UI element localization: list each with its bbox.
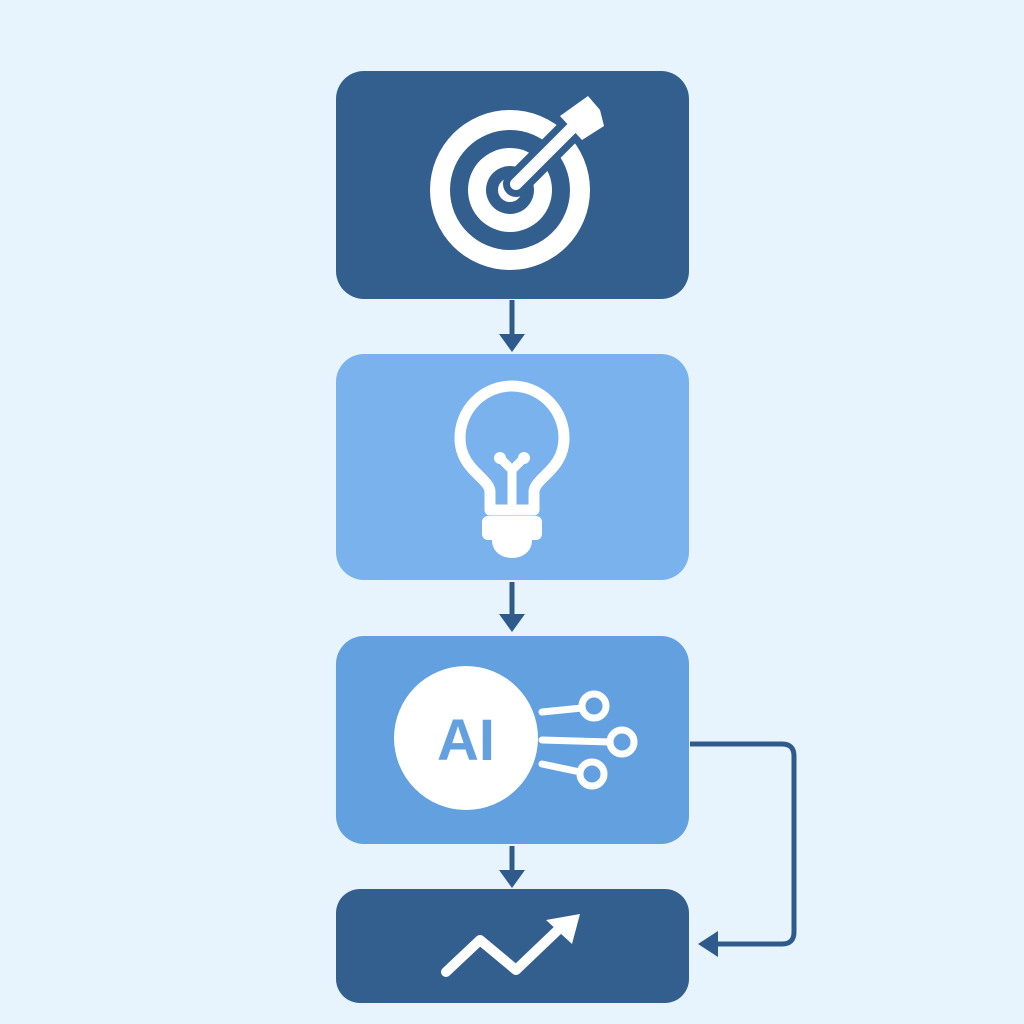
lightbulb-icon bbox=[454, 380, 570, 558]
connector-ai-to-growth bbox=[499, 846, 525, 888]
step-idea bbox=[336, 354, 689, 580]
step-growth-box bbox=[336, 889, 689, 1003]
connector-ai-side-to-growth bbox=[690, 741, 797, 957]
connector-goal-to-idea bbox=[499, 300, 525, 352]
step-growth bbox=[336, 889, 689, 1003]
ai-badge-label: AI bbox=[437, 708, 495, 773]
ai-badge bbox=[394, 666, 538, 810]
target-icon bbox=[430, 96, 604, 270]
step-goal bbox=[336, 71, 689, 299]
trend-up-icon bbox=[441, 914, 580, 977]
network-lines bbox=[538, 690, 638, 790]
ai-network-icon: AI bbox=[394, 666, 638, 810]
connector-idea-to-ai bbox=[499, 582, 525, 632]
step-ai: AI bbox=[336, 636, 689, 844]
